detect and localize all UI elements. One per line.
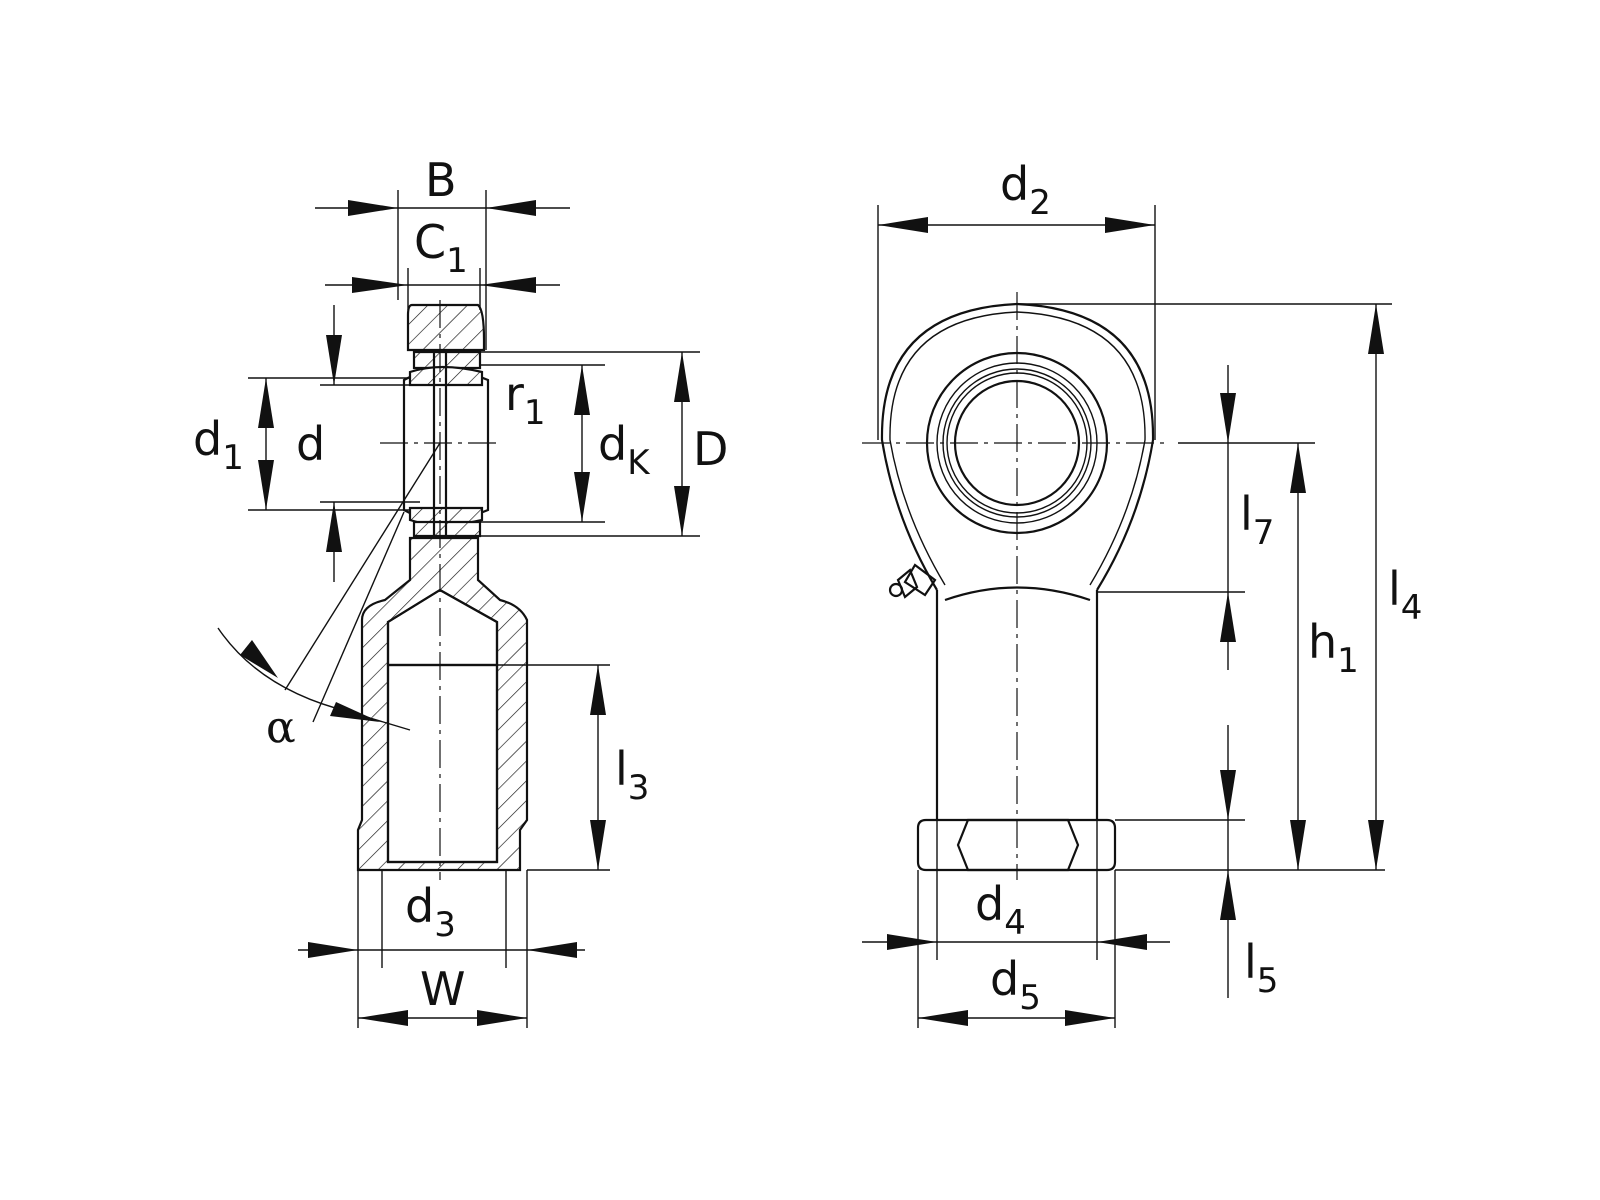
label-l7: l7 — [1240, 487, 1274, 553]
label-alpha: α — [266, 702, 296, 753]
grease-nipple — [888, 563, 937, 599]
label-h1: h1 — [1308, 615, 1359, 681]
section-view: B C1 r1 d1 d dK D α l3 d3 W — [193, 153, 728, 1028]
label-W: W — [420, 962, 465, 1016]
hex-nut — [916, 818, 1117, 872]
label-d3: d3 — [405, 879, 456, 945]
label-D: D — [693, 422, 728, 476]
label-r1: r1 — [505, 367, 546, 433]
label-d1: d1 — [193, 412, 244, 478]
label-d: d — [296, 417, 325, 471]
label-d4: d4 — [975, 877, 1026, 943]
label-d5: d5 — [990, 952, 1041, 1018]
label-d2: d2 — [1000, 157, 1051, 223]
label-l5: l5 — [1244, 935, 1278, 1001]
housing-body — [356, 536, 529, 872]
label-l4: l4 — [1388, 562, 1422, 628]
housing-eye-top — [406, 303, 486, 352]
front-view: d2 l7 h1 l4 d4 d5 l5 — [862, 157, 1422, 1028]
label-B: B — [425, 153, 457, 207]
label-l3: l3 — [615, 742, 649, 808]
label-C1: C1 — [414, 215, 468, 281]
label-dK: dK — [598, 417, 651, 483]
